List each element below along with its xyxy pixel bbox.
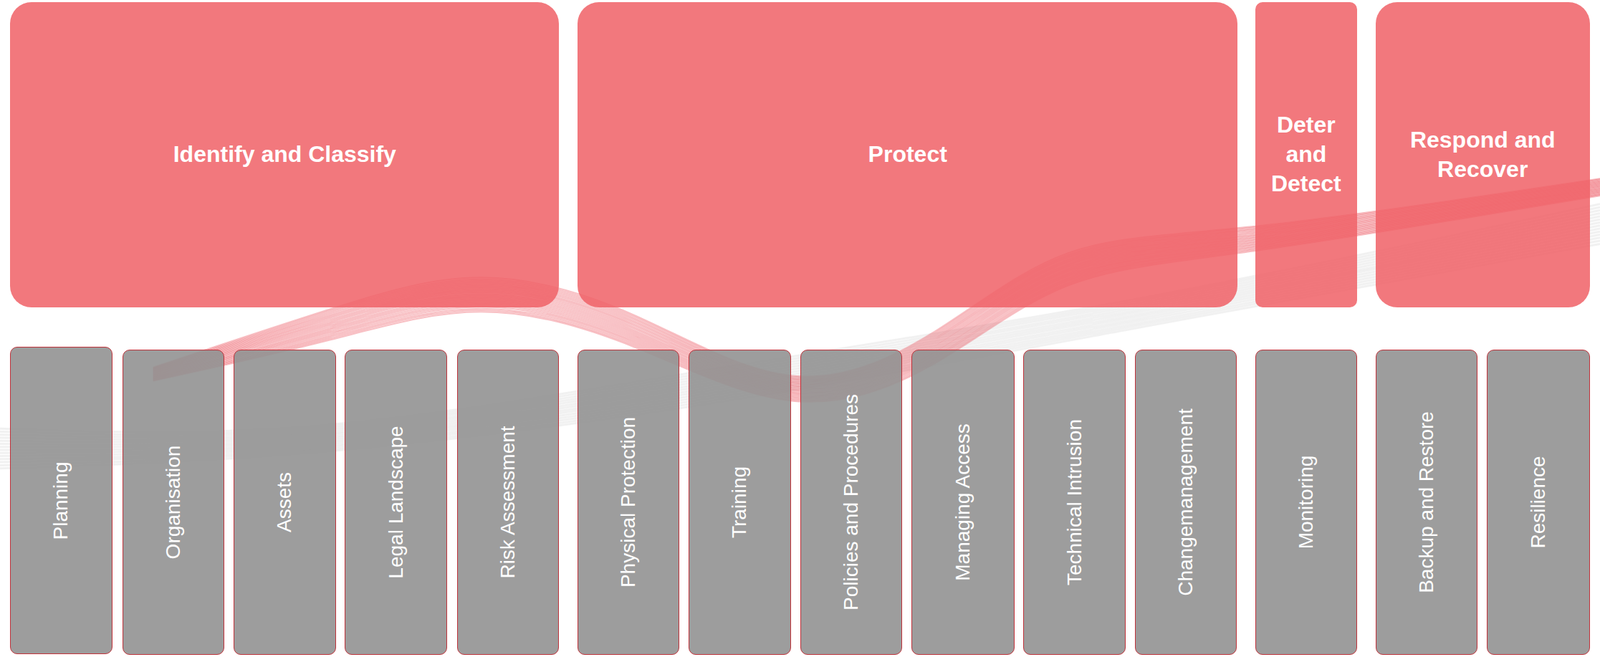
activity-label: Backup and Restore [1415, 412, 1439, 594]
activity-box: Changemanagement [1134, 349, 1237, 655]
activity-box: Risk Assessment [457, 349, 559, 655]
phase-title: Identify and Classify [173, 139, 397, 170]
phase-title: Respond and Recover [1385, 125, 1580, 185]
activity-box: Managing Access [911, 349, 1015, 655]
phase-box: Respond and Recover [1375, 2, 1590, 308]
activity-label: Planning [49, 461, 73, 540]
activity-label: Organisation [161, 445, 185, 560]
activity-label: Monitoring [1294, 455, 1318, 550]
activity-label: Legal Landscape [384, 426, 408, 579]
activity-label: Resilience [1526, 456, 1550, 549]
activity-label: Physical Protection [616, 417, 640, 588]
activity-box: Policies and Procedures [800, 349, 903, 655]
activity-box: Resilience [1486, 349, 1590, 655]
phase-box: Identify and Classify [10, 2, 559, 308]
activity-box: Physical Protection [577, 349, 680, 655]
phase-box: Deter and Detect [1255, 2, 1358, 308]
activity-box: Monitoring [1255, 349, 1358, 655]
activity-label: Training [727, 466, 751, 539]
activity-box: Organisation [122, 349, 225, 655]
activity-box: Assets [233, 349, 336, 655]
activity-label: Assets [272, 472, 296, 533]
activity-label: Technical Intrusion [1063, 419, 1087, 586]
activity-label: Managing Access [951, 424, 975, 582]
phase-title: Protect [868, 139, 948, 170]
activity-box: Backup and Restore [1375, 349, 1478, 655]
activity-box: Technical Intrusion [1023, 349, 1125, 655]
activity-label: Changemanagement [1174, 409, 1198, 597]
activity-label: Policies and Procedures [839, 394, 863, 611]
phase-title: Deter and Detect [1265, 110, 1348, 199]
activity-label: Risk Assessment [496, 426, 520, 579]
activity-box: Training [688, 349, 791, 655]
activity-box: Legal Landscape [344, 349, 447, 655]
phase-box: Protect [577, 2, 1238, 308]
activity-box: Planning [10, 346, 112, 655]
